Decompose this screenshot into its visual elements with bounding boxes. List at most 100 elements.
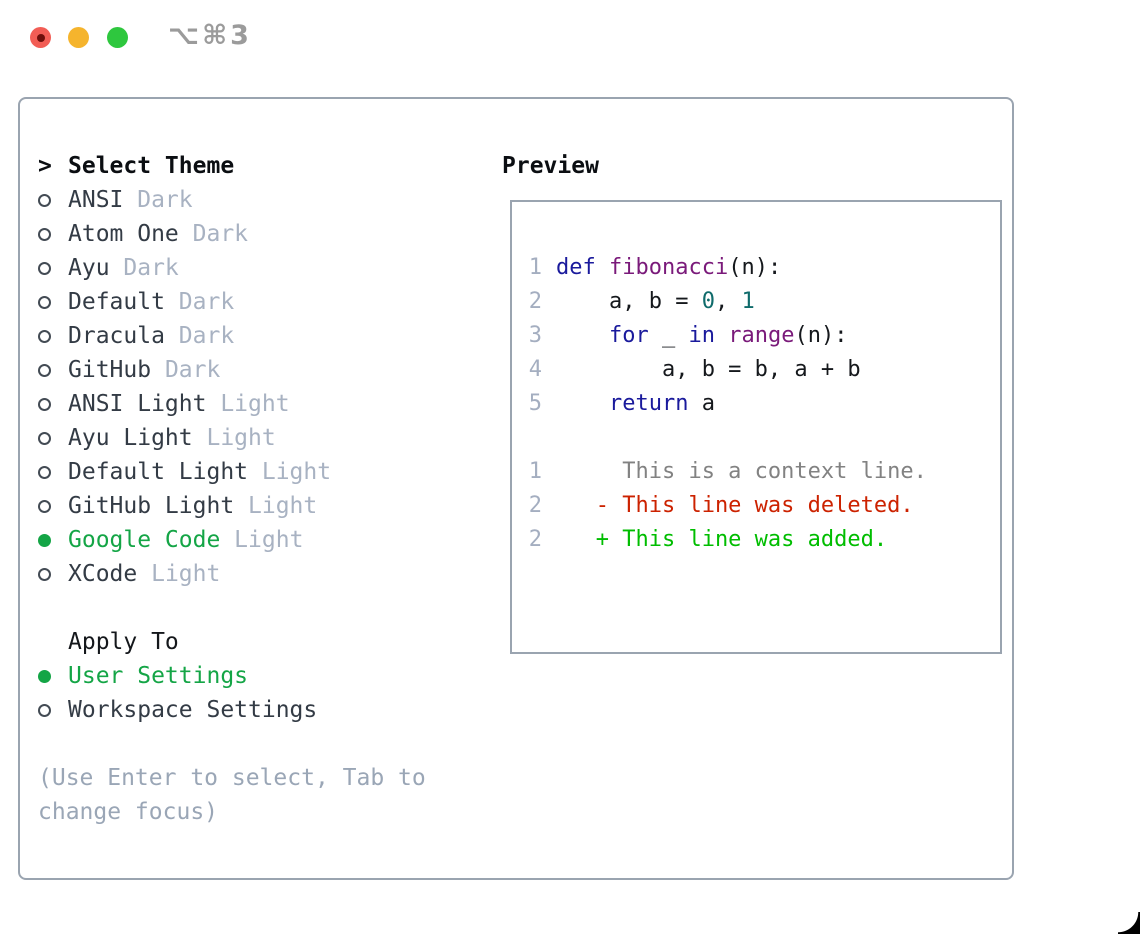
line-number: 2 bbox=[528, 527, 542, 552]
code-line: 3 for _ in range(n): bbox=[528, 319, 1000, 353]
apply-to-header-row: Apply To bbox=[38, 625, 480, 659]
radio-icon bbox=[38, 465, 68, 479]
option-label: User Settings bbox=[68, 663, 249, 689]
radio-dot-icon bbox=[38, 193, 51, 207]
code-line: 2 + This line was added. bbox=[528, 523, 1000, 557]
code-text: def fibonacci(n): bbox=[556, 255, 782, 280]
option-label: Ayu bbox=[68, 255, 110, 281]
selected-radio-icon bbox=[38, 669, 68, 683]
code-text: - This line was deleted. bbox=[556, 493, 914, 518]
code-line: 1 def fibonacci(n): bbox=[528, 251, 1000, 285]
option-variant-label: Light bbox=[234, 493, 318, 519]
option-variant-label: Dark bbox=[178, 221, 249, 247]
option-variant-label: Light bbox=[248, 459, 332, 485]
option-label: Default Light bbox=[68, 459, 249, 485]
theme-option[interactable]: Default Light Light bbox=[38, 455, 480, 489]
line-number: 5 bbox=[528, 391, 542, 416]
option-label: ANSI bbox=[68, 187, 124, 213]
radio-dot-icon bbox=[38, 227, 51, 241]
line-number bbox=[528, 421, 542, 455]
radio-dot-icon bbox=[38, 329, 51, 343]
line-number: 3 bbox=[528, 323, 542, 348]
radio-dot-icon bbox=[38, 397, 51, 411]
option-label: Atom One bbox=[68, 221, 179, 247]
option-variant-label: Dark bbox=[151, 357, 221, 383]
theme-option[interactable]: ANSI Light Light bbox=[38, 387, 480, 421]
option-label: GitHub Light bbox=[68, 493, 235, 519]
code-text: for _ in range(n): bbox=[608, 323, 848, 348]
radio-dot-icon bbox=[38, 703, 51, 717]
code-text: + This line was added. bbox=[556, 527, 888, 552]
radio-dot-icon bbox=[38, 431, 51, 445]
option-label: Ayu Light bbox=[68, 425, 193, 451]
theme-option[interactable]: XCode Light bbox=[38, 557, 480, 591]
code-line bbox=[528, 421, 1000, 455]
theme-option[interactable]: Default Dark bbox=[38, 285, 480, 319]
option-variant-label: Light bbox=[192, 425, 276, 451]
radio-icon bbox=[38, 227, 68, 241]
option-label: Default bbox=[68, 289, 165, 315]
option-label: XCode bbox=[68, 561, 138, 587]
radio-icon bbox=[38, 329, 68, 343]
code-line: 4 a, b = b, a + b bbox=[528, 353, 1000, 387]
theme-option[interactable]: Dracula Dark bbox=[38, 319, 480, 353]
keyboard-shortcut-label: ⌥⌘3 bbox=[168, 20, 252, 51]
apply-to-option[interactable]: Workspace Settings bbox=[38, 693, 480, 727]
code-text: a, b = 0, 1 bbox=[556, 289, 755, 314]
apply-to-title: Apply To bbox=[68, 629, 179, 655]
option-variant-label: Light bbox=[220, 527, 304, 553]
theme-option[interactable]: Google Code Light bbox=[38, 523, 480, 557]
radio-icon bbox=[38, 431, 68, 445]
radio-dot-icon bbox=[38, 363, 51, 377]
option-label: Google Code bbox=[68, 527, 221, 553]
keyboard-hint-text: (Use Enter to select, Tab to change focu… bbox=[38, 765, 426, 825]
radio-icon bbox=[38, 567, 68, 581]
radio-dot-icon bbox=[38, 261, 51, 275]
radio-dot-icon bbox=[38, 567, 51, 581]
focus-caret-icon: > bbox=[38, 153, 52, 179]
code-text: This is a context line. bbox=[556, 459, 927, 484]
radio-dot-icon bbox=[38, 295, 51, 309]
apply-to-option[interactable]: User Settings bbox=[38, 659, 480, 693]
code-line: 5 return a bbox=[528, 387, 1000, 421]
code-line: 2 - This line was deleted. bbox=[528, 489, 1000, 523]
radio-icon bbox=[38, 397, 68, 411]
option-label: Dracula bbox=[68, 323, 165, 349]
theme-option[interactable]: GitHub Dark bbox=[38, 353, 480, 387]
option-variant-label: Dark bbox=[123, 187, 193, 213]
code-text: return a bbox=[608, 391, 715, 416]
radio-icon bbox=[38, 703, 68, 717]
theme-option[interactable]: GitHub Light Light bbox=[38, 489, 480, 523]
line-number: 1 bbox=[528, 255, 542, 280]
option-variant-label: Dark bbox=[109, 255, 179, 281]
selected-radio-icon bbox=[38, 533, 68, 547]
option-label: GitHub bbox=[68, 357, 152, 383]
code-line: 2 a, b = 0, 1 bbox=[528, 285, 1000, 319]
window-titlebar: ⌥⌘3 bbox=[0, 0, 1140, 76]
code-text: a, b = b, a + b bbox=[556, 357, 861, 382]
radio-dot-icon bbox=[38, 669, 51, 683]
theme-option[interactable]: ANSI Dark bbox=[38, 183, 480, 217]
option-variant-label: Dark bbox=[164, 323, 235, 349]
code-line: 1 This is a context line. bbox=[528, 455, 1000, 489]
theme-option[interactable]: Atom One Dark bbox=[38, 217, 480, 251]
radio-dot-icon bbox=[38, 533, 51, 547]
radio-icon bbox=[38, 363, 68, 377]
minimize-button[interactable] bbox=[68, 27, 89, 48]
zoom-button[interactable] bbox=[107, 27, 128, 48]
line-number: 2 bbox=[528, 289, 542, 314]
line-number: 2 bbox=[528, 493, 542, 518]
option-variant-label: Light bbox=[137, 561, 221, 587]
preview-title: Preview bbox=[502, 153, 599, 179]
close-button[interactable] bbox=[30, 27, 51, 48]
radio-icon bbox=[38, 295, 68, 309]
option-label: Workspace Settings bbox=[68, 697, 318, 723]
theme-option[interactable]: Ayu Light Light bbox=[38, 421, 480, 455]
theme-option[interactable]: Ayu Dark bbox=[38, 251, 480, 285]
